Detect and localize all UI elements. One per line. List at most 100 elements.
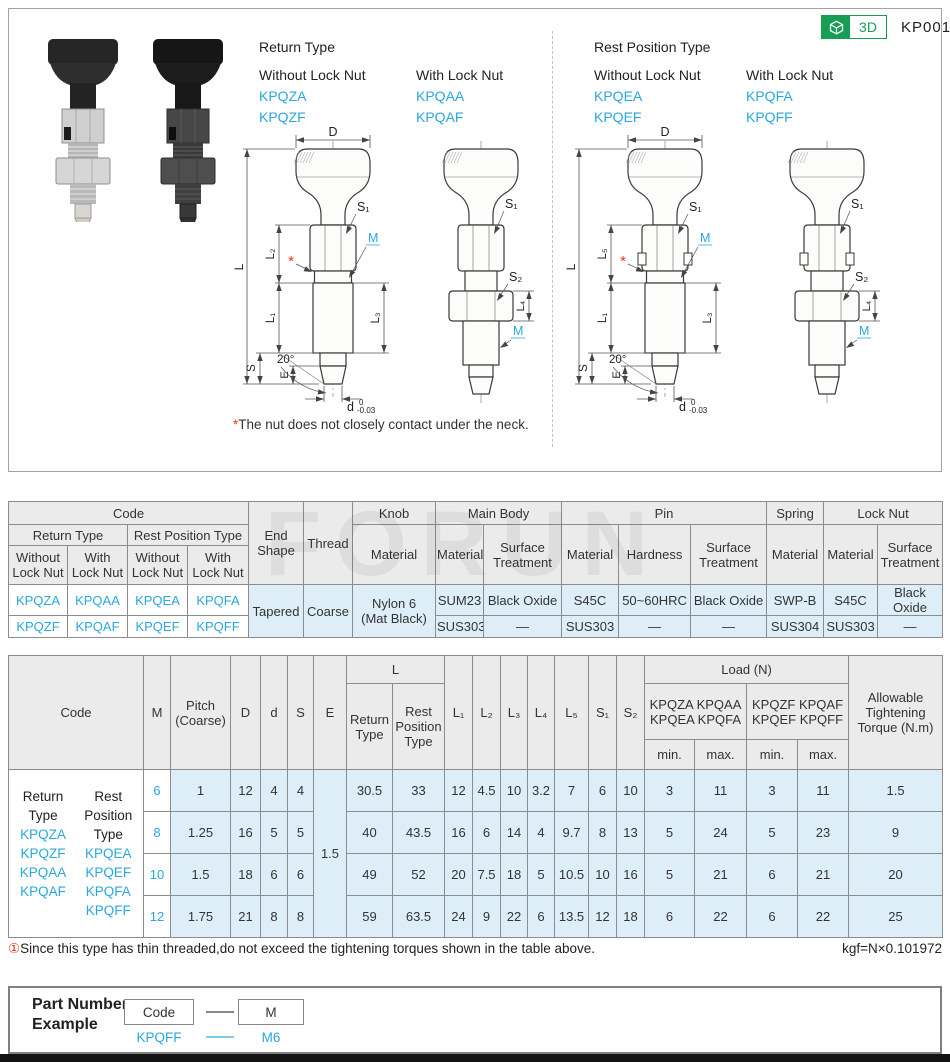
spec-header-with-1: With Lock Nut <box>67 545 128 585</box>
dim-header-L5: L₅ <box>554 655 590 770</box>
plunger-photo-black <box>153 39 223 222</box>
dim-cell-a_max: 21 <box>694 853 748 896</box>
dim-cell-f_min: 6 <box>746 895 799 938</box>
code-link-kpqff[interactable]: KPQFF <box>84 901 133 920</box>
code-link-kpqfa[interactable]: KPQFA <box>186 584 250 616</box>
cube-3d-icon <box>822 16 850 38</box>
spec-body-surface: — <box>483 615 563 638</box>
dim-header-L4: L₄ <box>527 655 556 770</box>
dim-cell-a_max: 24 <box>694 811 748 854</box>
code-link-kpqzf[interactable]: KPQZF <box>259 109 306 125</box>
dim-cell-d: 8 <box>260 895 288 938</box>
svg-text:S: S <box>246 364 258 372</box>
dim-header-L1: L₁ <box>444 655 474 770</box>
dim-cell-l5: 7 <box>554 769 590 812</box>
svg-text:d: d <box>679 400 686 413</box>
code-link-kpqef[interactable]: KPQEF <box>84 863 133 882</box>
dim-cell-D: 21 <box>230 895 261 938</box>
code-box: Code <box>124 999 194 1025</box>
return-with-lock-nut-group: With Lock Nut KPQAA KPQAF <box>416 65 503 128</box>
dim-cell-f_min: 3 <box>746 769 799 812</box>
part-number-example-box: Part Number Example Code M KPQFF M6 <box>8 986 942 1054</box>
dim-header-max-f: max. <box>797 739 850 770</box>
svg-text:d: d <box>347 400 354 413</box>
dim-cell-l1: 20 <box>444 853 474 896</box>
rest-position-type-title: Rest Position Type <box>594 39 711 55</box>
dim-cell-a_min: 6 <box>644 895 696 938</box>
dim-cell-S: 8 <box>287 895 314 938</box>
dim-cell-lrp: 43.5 <box>391 811 446 854</box>
code-link-kpqzf[interactable]: KPQZF <box>19 844 67 863</box>
spec-header-rest-type: Rest Position Type <box>126 524 250 546</box>
dim-cell-m: 6 <box>143 769 171 812</box>
dim-cell-f_max: 21 <box>797 853 850 896</box>
dim-cell-S: 5 <box>287 811 314 854</box>
code-link-kpqza[interactable]: KPQZA <box>19 825 67 844</box>
dim-header-pitch: Pitch (Coarse) <box>170 655 231 770</box>
code-link-kpqef[interactable]: KPQEF <box>594 109 642 125</box>
svg-text:S₁: S₁ <box>357 200 370 214</box>
dim-header-D: D <box>230 655 261 770</box>
svg-text:S: S <box>578 364 590 372</box>
3d-view-button[interactable]: 3D <box>821 15 887 39</box>
spec-body-surface: Black Oxide <box>483 584 563 616</box>
code-link-kpqea[interactable]: KPQEA <box>127 584 188 616</box>
dim-cell-d: 5 <box>260 811 288 854</box>
code-link-kpqef[interactable]: KPQEF <box>127 615 188 638</box>
dim-cell-l5: 10.5 <box>554 853 590 896</box>
code-link-kpqaf[interactable]: KPQAF <box>67 615 128 638</box>
spec-pin-material: S45C <box>561 584 620 616</box>
spec-header-body-surface: Surface Treatment <box>483 524 563 585</box>
code-link-kpqff[interactable]: KPQFF <box>186 615 250 638</box>
spec-body-material: SUS303 <box>435 615 485 638</box>
code-link-kpqaa[interactable]: KPQAA <box>67 584 128 616</box>
dimensions-table: Code M Pitch (Coarse) D d S E L L₁ L₂ L₃… <box>8 655 944 938</box>
code-link-kpqaa[interactable]: KPQAA <box>416 88 465 104</box>
code-link-kpqaa[interactable]: KPQAA <box>19 863 67 882</box>
warning-icon: ① <box>8 941 21 956</box>
svg-text:S₂: S₂ <box>855 270 868 284</box>
dim-cell-l4: 3.2 <box>527 769 556 812</box>
dim-cell-a_min: 3 <box>644 769 696 812</box>
rest-without-lock-nut-group: Without Lock Nut KPQEA KPQEF <box>594 65 701 128</box>
dim-cell-torque: 25 <box>848 895 944 938</box>
note-asterisk: * <box>233 417 239 432</box>
dim-cell-s1: 8 <box>588 811 618 854</box>
code-link-kpqza[interactable]: KPQZA <box>259 88 307 104</box>
dim-header-group-f: KPQZF KPQAF KPQEF KPQFF <box>746 683 850 740</box>
code-group-title: Return Type <box>22 789 64 823</box>
spec-header-without-1: Without Lock Nut <box>8 545 68 585</box>
dim-cell-l2: 6 <box>472 811 502 854</box>
svg-text:L₄: L₄ <box>861 300 873 311</box>
spec-end-shape: Tapered <box>248 584 305 638</box>
spec-header-end-shape: End Shape <box>248 501 305 585</box>
code-link-kpqza[interactable]: KPQZA <box>8 584 68 616</box>
dim-cell-a_min: 5 <box>644 853 696 896</box>
dim-header-L: L <box>345 655 446 684</box>
svg-text:L₅: L₅ <box>597 248 609 259</box>
dim-cell-l5: 13.5 <box>554 895 590 938</box>
code-link-kpqzf[interactable]: KPQZF <box>8 615 68 638</box>
dim-cell-l3: 14 <box>500 811 529 854</box>
spec-body-material: SUM23 <box>435 584 485 616</box>
with-lock-nut-label: With Lock Nut <box>746 67 834 83</box>
code-link-kpqea[interactable]: KPQEA <box>84 844 133 863</box>
code-link-kpqaf[interactable]: KPQAF <box>416 109 464 125</box>
without-lock-nut-label: Without Lock Nut <box>594 67 701 83</box>
svg-text:E: E <box>611 371 623 378</box>
dim-cell-f_max: 23 <box>797 811 850 854</box>
dim-cell-f_min: 5 <box>746 811 799 854</box>
footnote-line: ①Since this type has thin threaded,do no… <box>8 941 942 957</box>
code-link-kpqea[interactable]: KPQEA <box>594 88 643 104</box>
dim-cell-l2: 7.5 <box>472 853 502 896</box>
dim-cell-lrp: 33 <box>391 769 446 812</box>
code-link-kpqfa[interactable]: KPQFA <box>746 88 793 104</box>
code-link-kpqff[interactable]: KPQFF <box>746 109 793 125</box>
code-link-kpqfa[interactable]: KPQFA <box>84 882 133 901</box>
dim-cell-l2: 9 <box>472 895 502 938</box>
code-link-kpqaf[interactable]: KPQAF <box>19 882 67 901</box>
